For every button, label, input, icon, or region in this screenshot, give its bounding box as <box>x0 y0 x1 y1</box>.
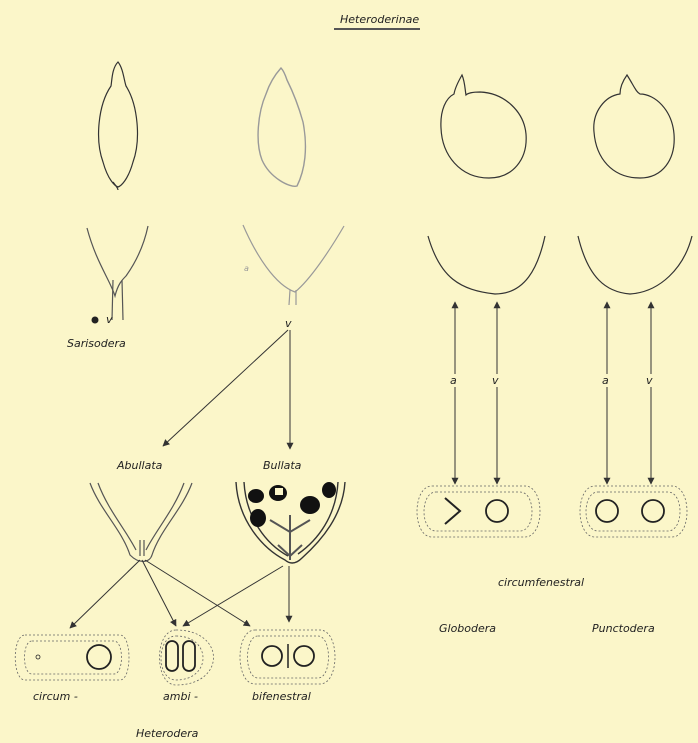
label-bifenestral: bifenestral <box>252 690 311 703</box>
vulval-cone-sarisodera <box>87 226 148 324</box>
label-anus-second: a <box>244 264 249 273</box>
cyst-outline-sarisodera <box>99 62 138 190</box>
label-abullata: Abullata <box>117 459 162 472</box>
label-ambi: ambi - <box>163 690 198 703</box>
fenestration-ambi <box>160 630 214 685</box>
arrow-to-abullata <box>163 330 288 446</box>
label-bullata: Bullata <box>263 459 301 472</box>
label-punctodera: Punctodera <box>592 622 655 635</box>
fenestration-punctodera <box>580 486 687 537</box>
cyst-outline-second <box>258 68 305 186</box>
label-vulva-second: v <box>285 317 292 330</box>
label-circum: circum - <box>33 690 78 703</box>
label-heterodera: Heterodera <box>136 727 198 740</box>
label-globodera: Globodera <box>439 622 496 635</box>
label-anus-globodera: a <box>450 374 457 387</box>
label-vulva-punctodera: v <box>646 374 653 387</box>
fenestration-bifenestral <box>240 630 335 684</box>
fenestration-circum <box>15 635 129 680</box>
bullata-underbridge <box>270 515 310 560</box>
cyst-outline-globodera <box>441 75 526 178</box>
bullata-bullae <box>248 482 336 527</box>
fenestration-globodera <box>417 486 540 537</box>
label-circumfenestral: circumfenestral <box>498 576 584 589</box>
abullata-cone <box>90 483 192 561</box>
vulval-cone-punctodera <box>578 236 692 294</box>
cyst-outline-punctodera <box>594 75 674 178</box>
label-anus-punctodera: a <box>602 374 609 387</box>
label-vulva-globodera: v <box>492 374 499 387</box>
label-vulva-sarisodera: v <box>106 313 113 326</box>
arrows-to-fenestration <box>70 560 289 628</box>
vulval-cone-globodera <box>428 236 545 294</box>
label-sarisodera: Sarisodera <box>67 337 126 350</box>
vulval-cone-second <box>243 225 344 305</box>
